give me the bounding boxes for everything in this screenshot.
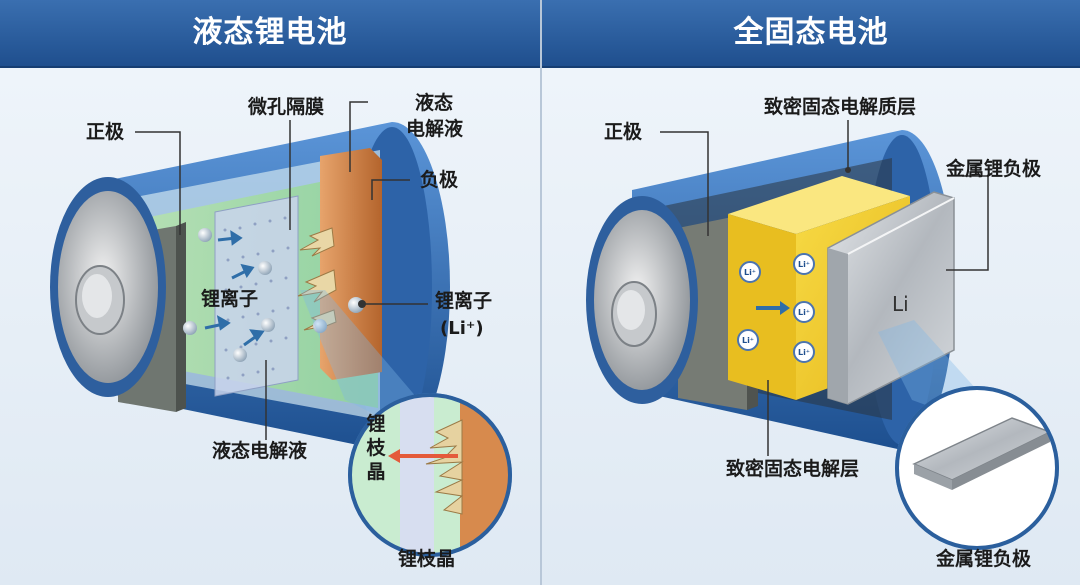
liquid-battery-illustration bbox=[50, 101, 512, 560]
dendrite-bottom-label: 锂枝晶 bbox=[398, 548, 456, 570]
separator-label: 微孔隔膜 bbox=[248, 96, 325, 118]
liquid-battery-title: 液态锂电池 bbox=[192, 15, 348, 50]
ion-badge-text-4: Li⁺ bbox=[742, 336, 754, 345]
dense-electrolyte-top-label: 致密固态电解质层 bbox=[764, 96, 917, 118]
leader-lines bbox=[135, 101, 431, 560]
metal-anode-label: 金属锂负极 bbox=[946, 158, 1042, 180]
solid-state-battery-title: 全固态电池 bbox=[733, 15, 889, 50]
anode-label: 负极 bbox=[420, 169, 459, 191]
solid-ion-arrow bbox=[756, 301, 790, 315]
dendrite-vertical-label: 锂枝晶 bbox=[366, 413, 386, 483]
dense-electrolyte-bottom-label: 致密固态电解层 bbox=[726, 458, 860, 480]
solid-state-battery-panel: 全固态电池 bbox=[542, 0, 1080, 585]
ion-badge-text-3: Li⁺ bbox=[798, 308, 810, 317]
liquid-electrolyte-label-line1: 液态 bbox=[415, 92, 454, 114]
lithium-metal-anode bbox=[827, 191, 955, 405]
solid-ion-badges bbox=[737, 253, 815, 363]
cathode-label: 正极 bbox=[86, 121, 125, 143]
ion-badge-text-2: Li⁺ bbox=[798, 260, 810, 269]
anode-magnifier bbox=[895, 386, 1059, 550]
liquid-electrolyte-bottom-label: 液态电解液 bbox=[212, 440, 308, 462]
solid-state-battery-header bbox=[542, 0, 1080, 68]
solid-state-battery-illustration: Li⁺ Li⁺ Li⁺ Li⁺ Li⁺ bbox=[586, 120, 1059, 550]
liquid-battery-header bbox=[0, 0, 540, 68]
lithium-ions bbox=[183, 228, 364, 362]
liquid-electrolyte-label-line2: 电解液 bbox=[406, 118, 464, 140]
lithium-ion-label: 锂离子 bbox=[201, 288, 259, 310]
battery-end-cap bbox=[50, 177, 166, 397]
liquid-battery-panel: 液态锂电池 bbox=[0, 0, 540, 585]
ion-badge-text-1: Li⁺ bbox=[744, 268, 756, 277]
li-metal-symbol: Li bbox=[892, 292, 909, 316]
battery-end-cap bbox=[586, 196, 698, 404]
ion-badge-text-5: Li⁺ bbox=[798, 348, 810, 357]
leader-lines bbox=[660, 120, 989, 456]
metal-anode-bottom-label: 金属锂负极 bbox=[936, 548, 1032, 570]
cathode-label: 正极 bbox=[604, 121, 643, 143]
ion-arrows bbox=[204, 230, 265, 347]
separator-membrane bbox=[214, 195, 299, 397]
dendrite-magnifier bbox=[348, 393, 512, 557]
lithium-ion-right-label: 锂离子 bbox=[435, 290, 493, 312]
panel-divider bbox=[540, 0, 542, 585]
lithium-ion-symbol: (Li⁺) bbox=[440, 318, 484, 339]
